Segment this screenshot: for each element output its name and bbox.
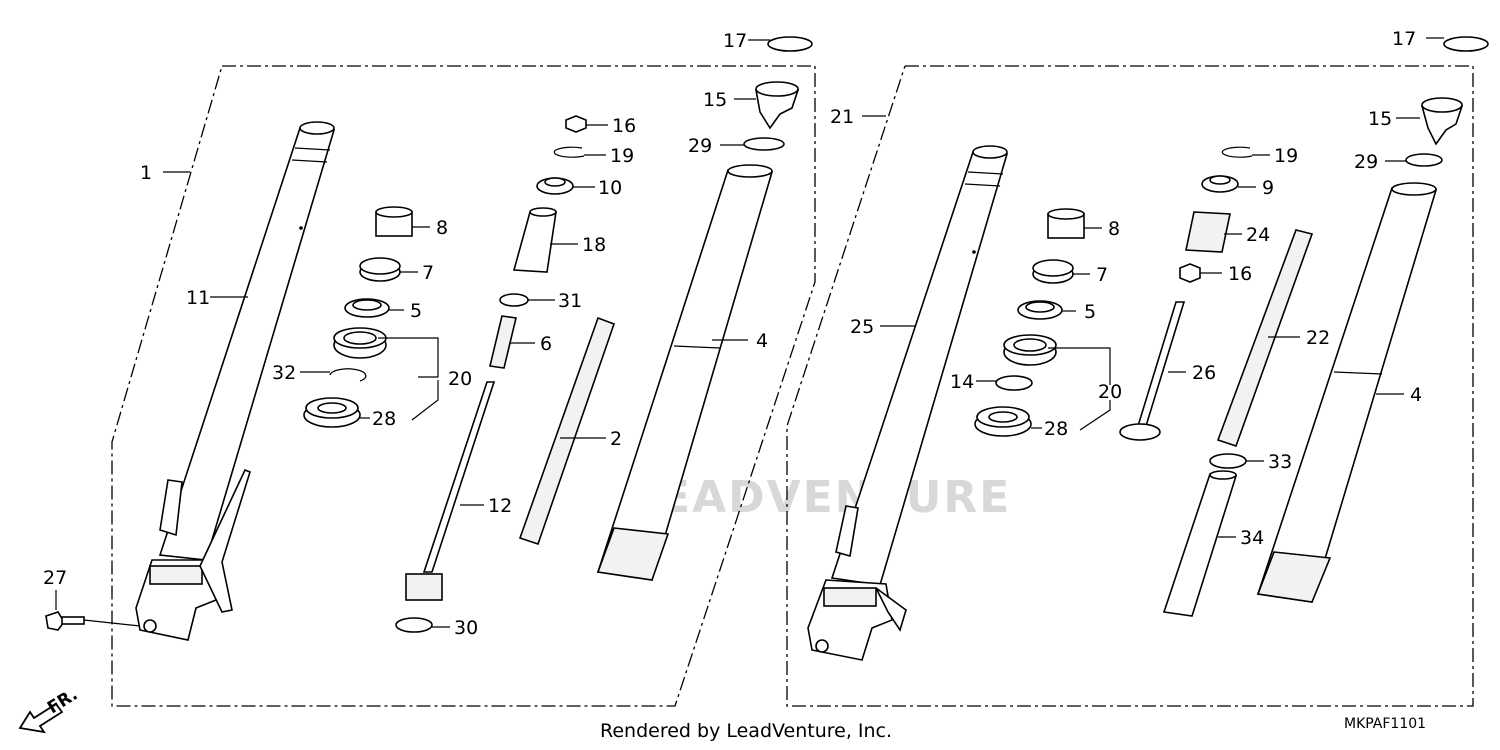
label-20-left: 20	[448, 368, 472, 390]
bolt-27	[45, 611, 85, 631]
right-assembly-boundary	[786, 65, 1474, 707]
right-washer-33	[1209, 453, 1247, 469]
right-rod-26	[1119, 301, 1186, 441]
label-30: 30	[454, 617, 478, 639]
label-16-left: 16	[612, 115, 636, 137]
left-dust-seal-28	[303, 397, 361, 428]
label-24: 24	[1246, 224, 1270, 246]
right-washer-5	[1017, 300, 1063, 320]
rendered-by-credit: Rendered by LeadVenture, Inc.	[600, 720, 892, 742]
watermark: LEADVENTURE	[630, 472, 1011, 523]
label-8-right: 8	[1108, 218, 1120, 240]
label-9: 9	[1262, 177, 1274, 199]
left-nut-16	[565, 115, 587, 133]
left-bushing-8	[375, 206, 413, 237]
right-clip-14	[995, 375, 1033, 391]
label-15-left: 15	[703, 89, 727, 111]
label-21: 21	[830, 106, 854, 128]
label-5-left: 5	[410, 300, 422, 322]
left-clip-32	[329, 368, 367, 382]
label-18: 18	[582, 234, 606, 256]
right-oring-29	[1405, 153, 1443, 167]
label-33: 33	[1268, 451, 1292, 473]
left-washer-10	[536, 177, 574, 195]
left-oring-29	[743, 137, 785, 151]
left-rod-12	[405, 381, 496, 601]
left-spring-2	[518, 316, 616, 546]
label-29-left: 29	[688, 135, 712, 157]
label-29-right: 29	[1354, 151, 1378, 173]
right-axle-bracket	[807, 505, 907, 661]
label-26: 26	[1192, 362, 1216, 384]
label-1: 1	[140, 162, 152, 184]
callout-labels: 17 1 11 8 7 5 20 32 28 16 19 10 18 31 6 …	[43, 28, 1422, 639]
right-dust-seal-28	[974, 406, 1032, 437]
front-direction-arrow: FR.	[18, 685, 81, 734]
diagram-code: MKPAF1101	[1344, 716, 1426, 732]
label-5-right: 5	[1084, 301, 1096, 323]
label-20-right: 20	[1098, 381, 1122, 403]
left-assembly-boundary	[111, 65, 816, 707]
label-28-right: 28	[1044, 418, 1068, 440]
leader-lines	[55, 37, 1444, 628]
label-7-left: 7	[422, 262, 434, 284]
label-16-right: 16	[1228, 263, 1252, 285]
left-washer-5	[344, 298, 390, 318]
label-28-left: 28	[372, 408, 396, 430]
watermark-text: LEADVENTURE	[630, 472, 1011, 523]
right-nut-16	[1179, 263, 1201, 283]
right-seal-20	[1003, 334, 1057, 366]
left-small-spring-6	[489, 315, 517, 369]
left-cap-15	[755, 81, 800, 130]
label-17-right: 17	[1392, 28, 1416, 50]
label-31: 31	[558, 290, 582, 312]
left-bushing-7	[359, 257, 401, 282]
left-outer-tube	[596, 164, 774, 581]
left-washer-30	[395, 617, 433, 633]
label-14: 14	[950, 371, 974, 393]
label-7-right: 7	[1096, 264, 1108, 286]
label-8-left: 8	[436, 217, 448, 239]
label-27: 27	[43, 567, 67, 589]
left-seal-20	[333, 327, 387, 359]
label-11: 11	[186, 287, 210, 309]
label-10: 10	[598, 177, 622, 199]
label-12: 12	[488, 495, 512, 517]
right-spring-24	[1185, 211, 1231, 253]
left-clip-19	[553, 146, 585, 158]
left-axle-bracket	[135, 468, 251, 641]
right-spring-22	[1216, 229, 1314, 448]
right-bushing-8	[1047, 208, 1085, 239]
right-bushing-7	[1032, 259, 1074, 284]
left-ring-17	[767, 36, 813, 52]
label-19-left: 19	[610, 145, 634, 167]
right-washer-9	[1201, 175, 1239, 193]
left-inner-tube	[158, 121, 336, 561]
label-15-right: 15	[1368, 108, 1392, 130]
label-2: 2	[610, 428, 622, 450]
right-ring-17	[1443, 36, 1489, 52]
label-34: 34	[1240, 527, 1264, 549]
label-25: 25	[850, 316, 874, 338]
left-washer-31	[499, 293, 529, 307]
right-cap-15	[1420, 97, 1464, 146]
label-6: 6	[540, 333, 552, 355]
left-spacer-18	[512, 207, 557, 273]
right-clip-19	[1221, 146, 1253, 158]
label-17-left: 17	[723, 30, 747, 52]
label-19-right: 19	[1274, 145, 1298, 167]
label-22: 22	[1306, 327, 1330, 349]
label-4-left: 4	[756, 330, 768, 352]
label-4-right: 4	[1410, 384, 1422, 406]
right-tube-34	[1162, 470, 1238, 617]
right-outer-tube	[1256, 182, 1438, 603]
label-32: 32	[272, 362, 296, 384]
